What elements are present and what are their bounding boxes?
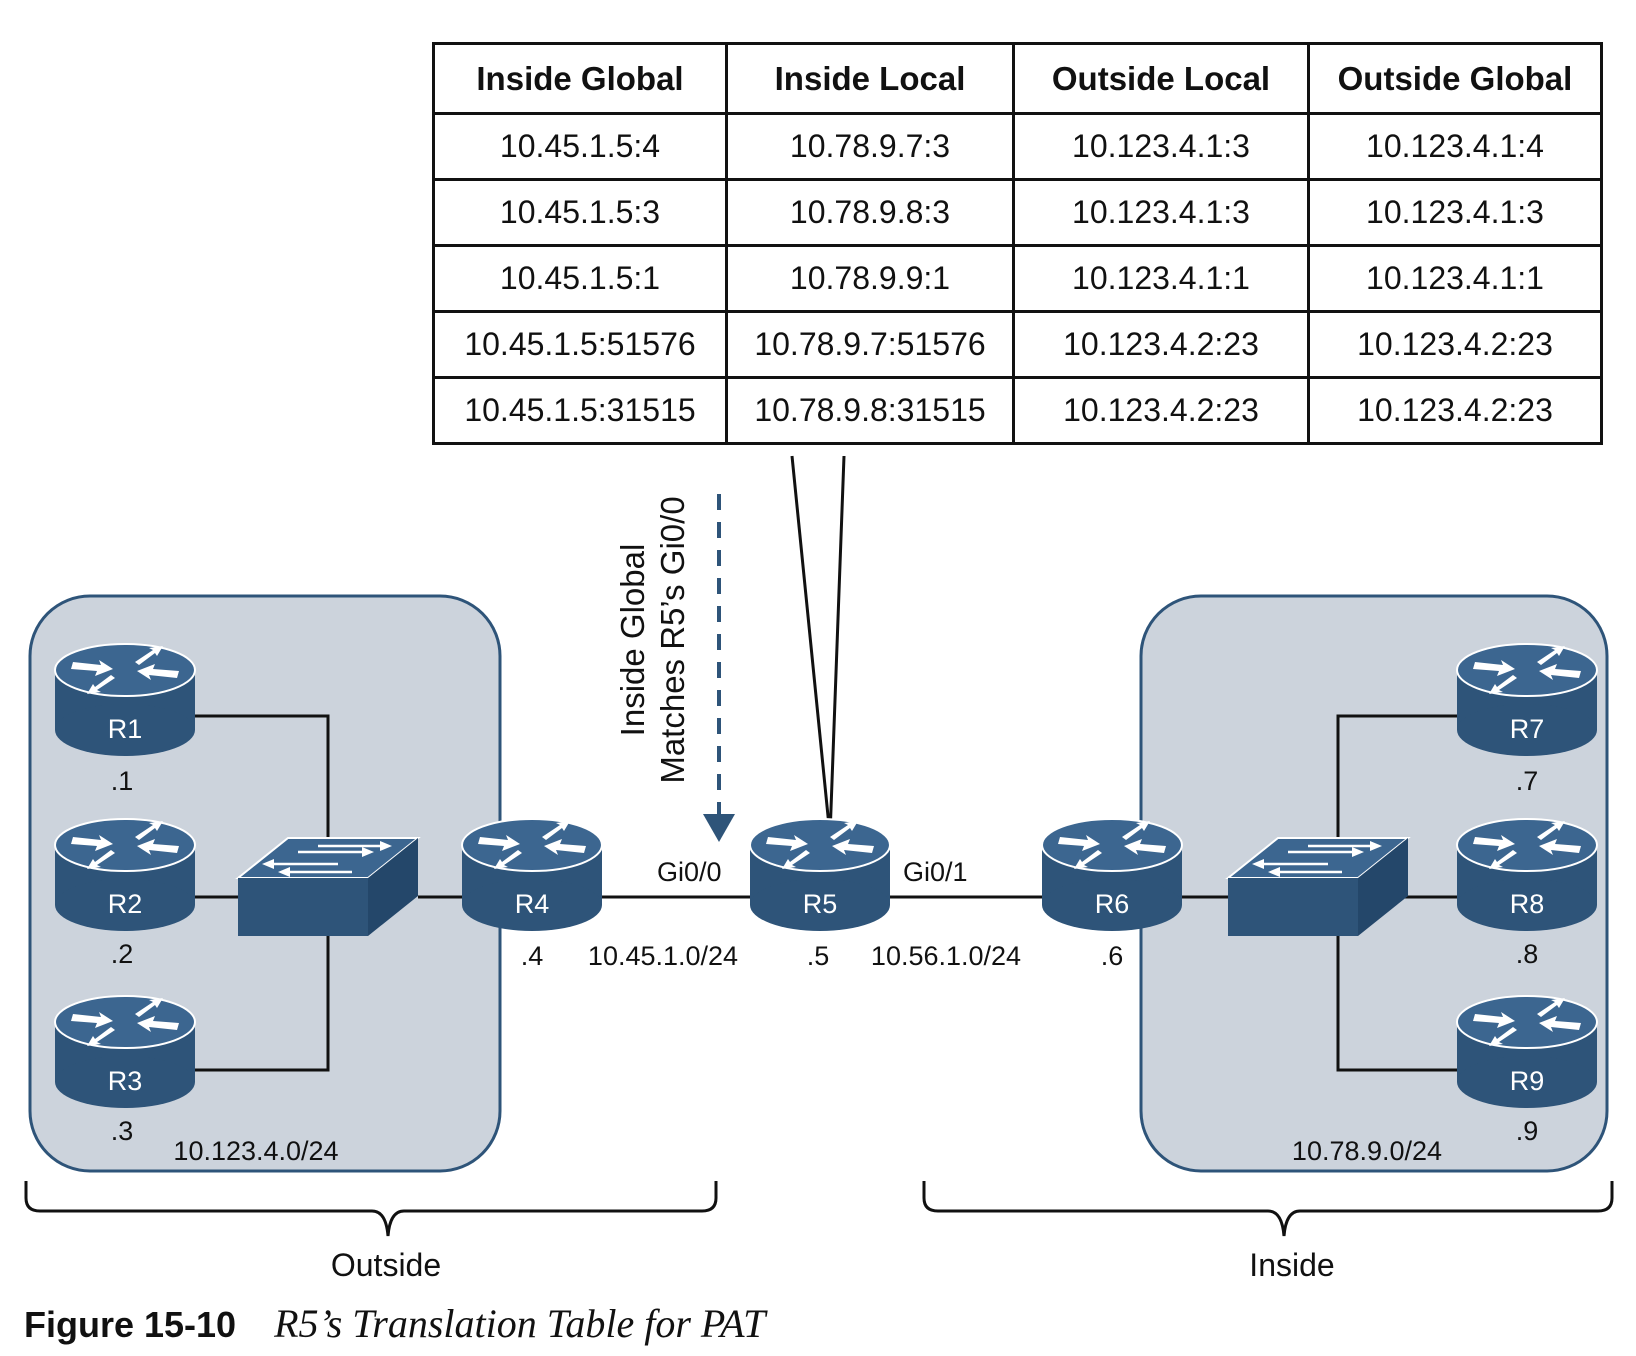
header-inside-local: Inside Local [725, 42, 1015, 115]
table-cell: 10.78.9.8:3 [725, 178, 1015, 247]
router-r3[interactable]: R3 [54, 995, 196, 1109]
header-outside-local: Outside Local [1012, 42, 1310, 115]
router-r4-label: R4 [515, 889, 550, 919]
r8-address: .8 [1516, 939, 1539, 969]
router-r1-label: R1 [108, 714, 143, 744]
table-cell: 10.45.1.5:1 [432, 244, 728, 313]
router-r3-label: R3 [108, 1066, 143, 1096]
table-row: 10.45.1.5:3 10.78.9.8:3 10.123.4.1:3 10.… [432, 178, 1603, 247]
table-cell: 10.78.9.7:3 [725, 112, 1015, 181]
table-cell: 10.123.4.1:3 [1012, 112, 1310, 181]
table-row: 10.45.1.5:51576 10.78.9.7:51576 10.123.4… [432, 310, 1603, 379]
annotation-line1: Inside Global [614, 544, 651, 737]
router-r9[interactable]: R9 [1456, 995, 1598, 1109]
table-cell: 10.123.4.2:23 [1012, 376, 1310, 445]
table-header-row: Inside Global Inside Local Outside Local… [432, 42, 1603, 115]
r4-address: .4 [521, 941, 544, 971]
table-cell: 10.78.9.8:31515 [725, 376, 1015, 445]
router-r8-label: R8 [1510, 889, 1545, 919]
table-cell: 10.78.9.9:1 [725, 244, 1015, 313]
figure-number: Figure 15-10 [24, 1304, 237, 1345]
r2-address: .2 [111, 939, 134, 969]
table-row: 10.45.1.5:4 10.78.9.7:3 10.123.4.1:3 10.… [432, 112, 1603, 181]
interface-gi00-label: Gi0/0 [657, 857, 722, 887]
router-r5-label: R5 [803, 889, 838, 919]
router-r8[interactable]: R8 [1456, 818, 1598, 932]
table-cell: 10.123.4.1:1 [1012, 244, 1310, 313]
interface-gi01-label: Gi0/1 [903, 857, 968, 887]
router-r6[interactable]: R6 [1041, 818, 1183, 932]
table-cell: 10.123.4.1:1 [1307, 244, 1603, 313]
table-cell: 10.45.1.5:4 [432, 112, 728, 181]
table-cell: 10.123.4.1:3 [1012, 178, 1310, 247]
router-r9-label: R9 [1510, 1066, 1545, 1096]
router-r4[interactable]: R4 [461, 818, 603, 932]
r7-address: .7 [1516, 766, 1539, 796]
annotation-line2: Matches R5’s Gi0/0 [654, 496, 691, 783]
figure-caption: Figure 15-10 R5’s Translation Table for P… [24, 1300, 765, 1347]
r6-address: .6 [1101, 941, 1124, 971]
table-cell: 10.123.4.2:23 [1012, 310, 1310, 379]
zone-inside-label: Inside [1249, 1247, 1334, 1283]
table-cell: 10.45.1.5:51576 [432, 310, 728, 379]
subnet-inside-lan: 10.78.9.0/24 [1292, 1136, 1442, 1166]
r9-address: .9 [1516, 1116, 1539, 1146]
table-row: 10.45.1.5:1 10.78.9.9:1 10.123.4.1:1 10.… [432, 244, 1603, 313]
table-cell: 10.123.4.2:23 [1307, 376, 1603, 445]
figure-title: R5’s Translation Table for PAT [274, 1301, 766, 1346]
router-r6-label: R6 [1095, 889, 1130, 919]
table-cell: 10.78.9.7:51576 [725, 310, 1015, 379]
zone-outside-label: Outside [331, 1247, 441, 1283]
table-cell: 10.123.4.1:4 [1307, 112, 1603, 181]
r3-address: .3 [111, 1116, 134, 1146]
nat-translation-table: Inside Global Inside Local Outside Local… [432, 42, 1603, 445]
subnet-outside-lan: 10.123.4.0/24 [173, 1136, 338, 1166]
r5-address: .5 [807, 941, 830, 971]
table-cell: 10.45.1.5:31515 [432, 376, 728, 445]
subnet-r4-r5: 10.45.1.0/24 [588, 941, 738, 971]
outside-bracket [24, 1181, 718, 1237]
r1-address: .1 [111, 766, 134, 796]
annotation-arrowhead [703, 814, 735, 842]
table-cell: 10.123.4.1:3 [1307, 178, 1603, 247]
router-r7[interactable]: R7 [1456, 643, 1598, 757]
router-r2-label: R2 [108, 889, 143, 919]
header-outside-global: Outside Global [1307, 42, 1603, 115]
router-r7-label: R7 [1510, 714, 1545, 744]
router-r1[interactable]: R1 [54, 643, 196, 757]
inside-bracket [922, 1181, 1614, 1237]
router-r2[interactable]: R2 [54, 818, 196, 932]
router-r5[interactable]: R5 [749, 818, 891, 932]
table-row: 10.45.1.5:31515 10.78.9.8:31515 10.123.4… [432, 376, 1603, 445]
table-cell: 10.123.4.2:23 [1307, 310, 1603, 379]
subnet-r5-r6: 10.56.1.0/24 [871, 941, 1021, 971]
header-inside-global: Inside Global [432, 42, 728, 115]
table-cell: 10.45.1.5:3 [432, 178, 728, 247]
